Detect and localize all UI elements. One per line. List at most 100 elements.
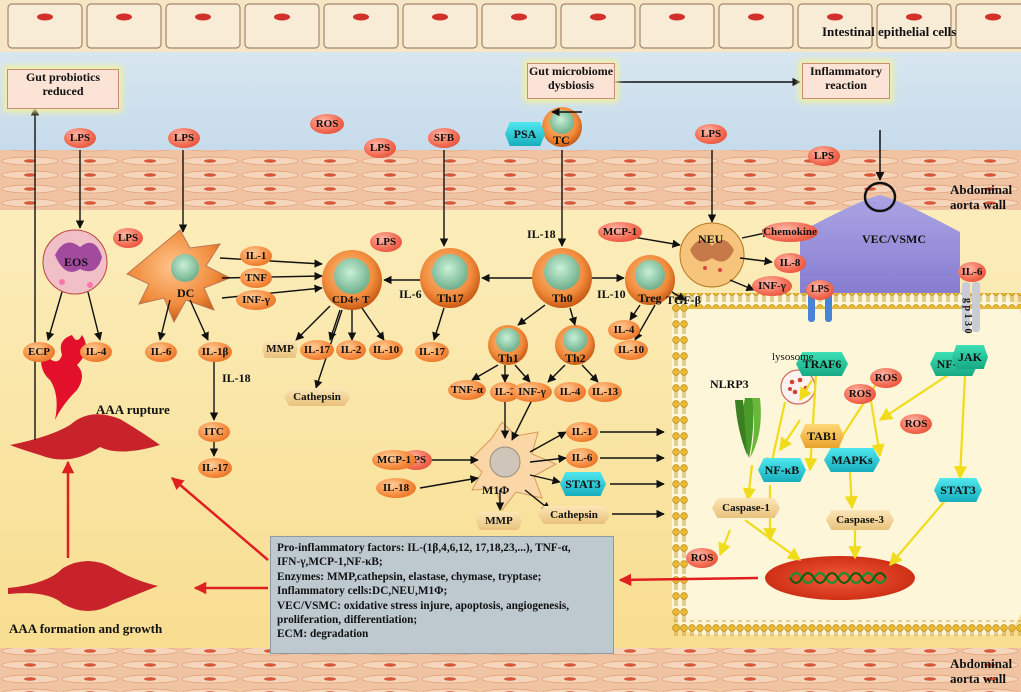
epithelial-cell [7, 3, 83, 49]
il6-dc: IL-6 [145, 342, 177, 362]
epithelial-cell [481, 3, 557, 49]
m1-macrophage [469, 421, 558, 512]
mcp1-m1: MCP-1 [372, 450, 416, 470]
treg-cell [625, 255, 675, 305]
gut-microbiome-box: Gut microbiome dysbiosis [527, 63, 615, 99]
label-aaa-formation: AAA formation and growth [9, 621, 163, 636]
epithelial-nucleus [195, 13, 211, 21]
inflammatory-line1: Inflammatory [810, 64, 882, 78]
th1-cell [488, 325, 528, 365]
aorta-wall-top [0, 150, 1021, 210]
epithelial-cell [165, 3, 241, 49]
sfb: SFB [428, 128, 460, 148]
label-th1: Th1 [498, 351, 519, 365]
epithelial-nucleus [827, 13, 843, 21]
label-dc: DC [177, 286, 195, 300]
aaa-formation-vessel [8, 561, 158, 611]
label-neu: NEU [698, 232, 724, 246]
epithelial-cell [639, 3, 715, 49]
epithelial-nucleus [590, 13, 606, 21]
neu-cell [679, 222, 745, 288]
epithelial-cell [876, 3, 952, 49]
th0-cell [532, 248, 592, 308]
infg-neu: INF-γ [752, 276, 792, 296]
epithelial-cell [955, 3, 1021, 49]
il10-t: IL-10 [369, 340, 403, 360]
tab1: TAB1 [800, 424, 844, 448]
inflammatory-reaction-box: Inflammatory reaction [802, 63, 890, 99]
label-gp130: g p 1 3 0 [962, 298, 973, 334]
label-il18-itc: IL-18 [222, 371, 251, 385]
il6-jak: IL-6 [958, 262, 986, 282]
legend-line-4: Inflammatory cells:DC,NEU,M1Φ; [277, 585, 448, 598]
mmp-m1: MMP [476, 512, 522, 530]
il17-t: IL-17 [300, 340, 334, 360]
lps-mid: LPS [370, 232, 402, 252]
chemokine: Chemokine [762, 222, 818, 242]
label-intestinal-epithelial-cells: Intestinal epithelial cells [822, 24, 957, 39]
lps-tlr: LPS [806, 280, 834, 300]
il2-t: IL-2 [336, 340, 366, 360]
il1-m1: IL-1 [566, 422, 598, 442]
cathepsin-m1: Cathepsin [538, 506, 610, 524]
infg-dc: INF-γ [236, 290, 276, 310]
label-treg: Treg [638, 291, 662, 305]
summary-legend-box: Pro-inflammatory factors: IL-(1β,4,6,12,… [270, 536, 614, 654]
epithelial-nucleus [353, 13, 369, 21]
epithelial-cell [244, 3, 320, 49]
gut-probiotics-line1: Gut probiotics [25, 70, 101, 84]
aorta-wall-bottom [0, 648, 1021, 692]
legend-line-3: Enzymes: MMP,cathepsin, elastase, chymas… [277, 570, 542, 583]
ecp: ECP [23, 342, 55, 362]
epithelial-cell [560, 3, 636, 49]
gp130-receptor [962, 282, 980, 332]
label-eos: EOS [64, 255, 89, 269]
lps-5: LPS [808, 146, 840, 166]
epithelial-cell-row [0, 0, 1021, 52]
psa: PSA [505, 122, 545, 146]
epithelial-nucleus [432, 13, 448, 21]
gut-microbiome-line1: Gut microbiome [528, 64, 614, 78]
gut-microbiome-line2: dysbiosis [547, 78, 595, 92]
epithelial-cell [402, 3, 478, 49]
label-aorta-wall-bottom-2: aorta wall [950, 671, 1006, 686]
ros-top: ROS [310, 114, 344, 134]
mcp1-neu: MCP-1 [598, 222, 642, 242]
label-aorta-wall-top-1: Abdominal [950, 182, 1013, 197]
ros-nucleus: ROS [686, 548, 718, 568]
label-tgfb: TGF-β [666, 293, 701, 307]
infg-th1: INF-γ [512, 382, 552, 402]
legend-line-1: Pro-inflammatory factors: IL-(1β,4,6,12,… [277, 542, 571, 554]
lps-dc: LPS [113, 228, 143, 248]
label-il6-mid: IL-6 [399, 287, 422, 301]
epithelial-cell [86, 3, 162, 49]
tnfa-th1: TNF-α [448, 380, 486, 400]
epithelial-nucleus [116, 13, 132, 21]
caspase-1: Caspase-1 [712, 498, 780, 518]
label-il18-mid: IL-18 [527, 227, 556, 241]
cd4-t-cell [322, 250, 382, 310]
lps-4: LPS [695, 124, 727, 144]
il4-eos: IL-4 [80, 342, 112, 362]
legend-line-7: ECM: degradation [277, 628, 369, 641]
epithelial-cell [323, 3, 399, 49]
lps-3: LPS [364, 138, 396, 158]
il17-itc: IL-17 [198, 458, 232, 478]
il17-th17: IL-17 [415, 342, 449, 362]
nucleus-dna [765, 556, 915, 600]
dc-cell [126, 229, 232, 324]
dna-helix-2 [789, 572, 887, 584]
il6-m1: IL-6 [566, 448, 598, 468]
label-il10-mid: IL-10 [597, 287, 626, 301]
caspase-3: Caspase-3 [826, 510, 894, 530]
legend-line-6: proliferation, differentiation; [277, 614, 418, 627]
il4-treg: IL-4 [608, 320, 640, 340]
th2-cell [555, 325, 595, 365]
eos-cell [42, 229, 108, 295]
label-aorta-wall-top-2: aorta wall [950, 197, 1006, 212]
gut-probiotics-box: Gut probiotics reduced [7, 69, 119, 109]
label-aorta-wall-bottom-1: Abdominal [950, 656, 1013, 671]
epithelial-nucleus [985, 13, 1001, 21]
tnf-dc: TNF [240, 268, 272, 288]
itc: ITC [198, 422, 230, 442]
